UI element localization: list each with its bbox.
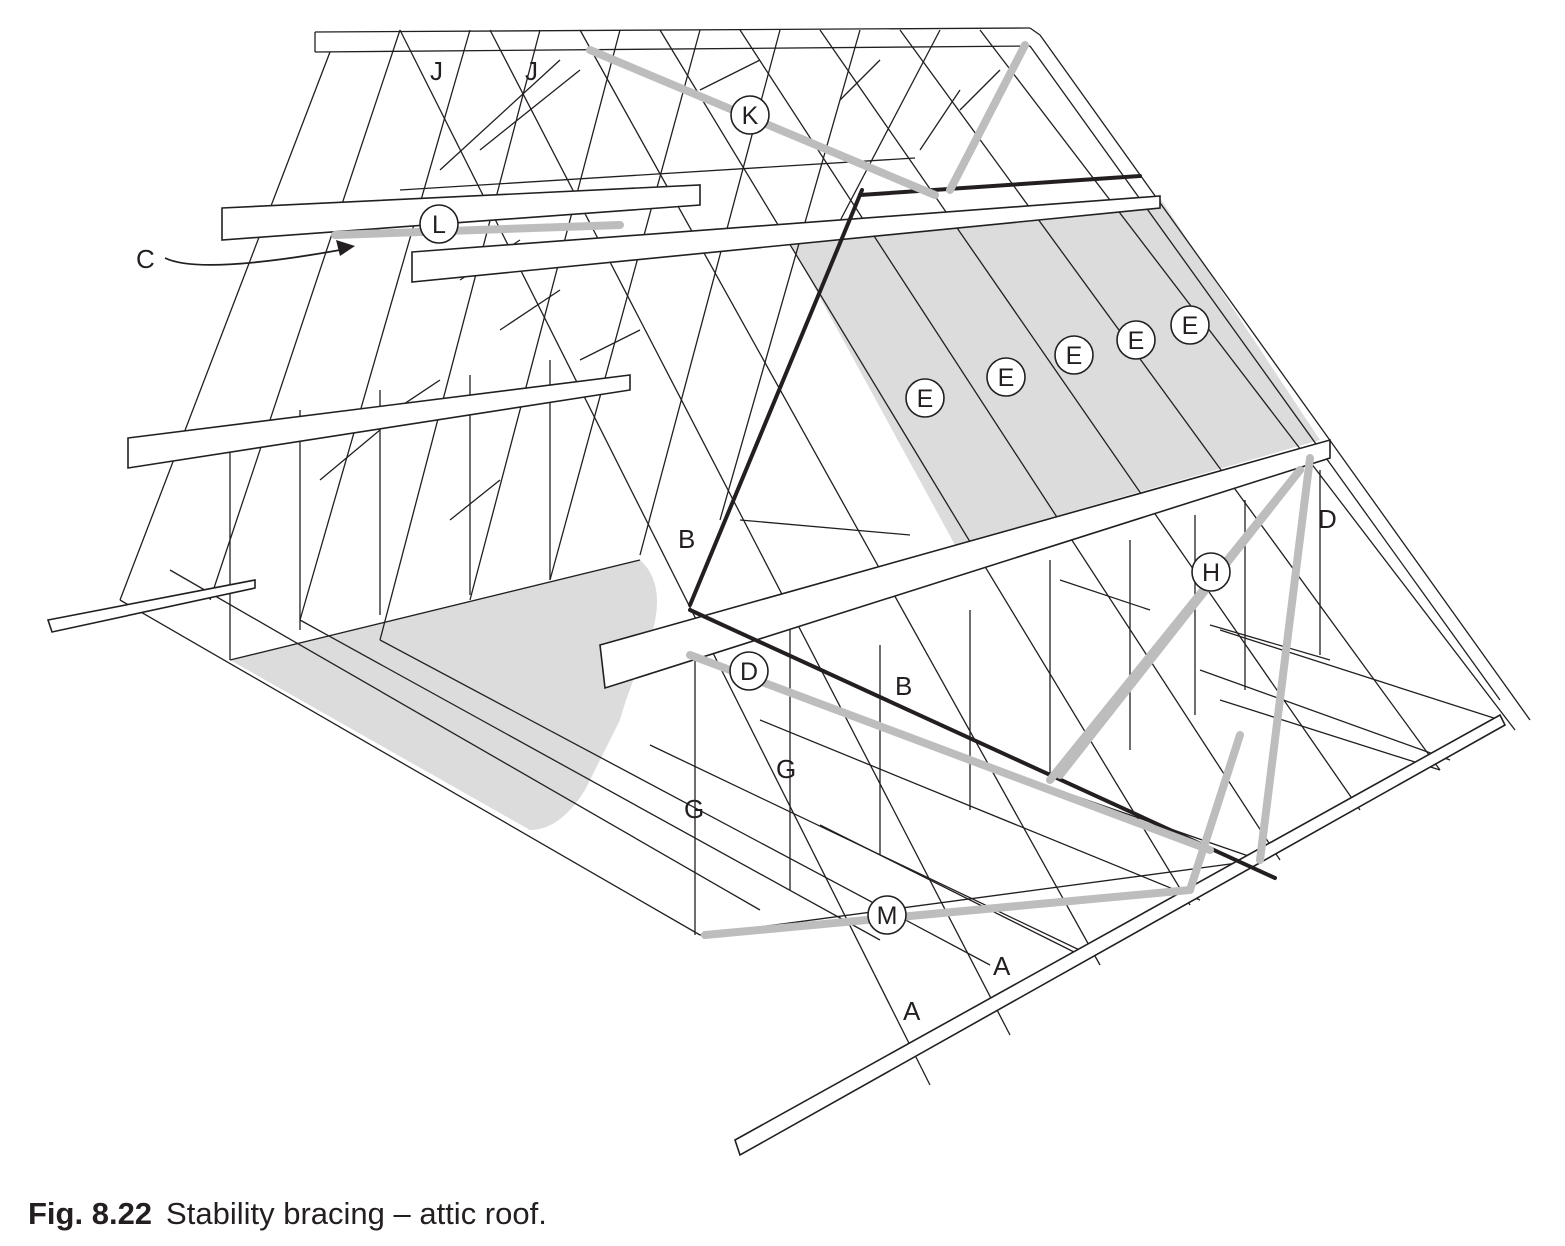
brace-d-lower (686, 651, 1214, 854)
svg-text:L: L (432, 211, 446, 239)
label-d-plain: D (1318, 504, 1337, 534)
circle-label-l: L (419, 204, 459, 244)
label-a-2: A (903, 996, 921, 1026)
figure-number: Fig. 8.22 (28, 1196, 153, 1231)
label-b-1: B (678, 524, 695, 554)
circle-label-e-1: E (905, 378, 945, 418)
svg-text:E: E (1182, 312, 1199, 340)
brace-l (331, 221, 624, 239)
label-g-1: G (776, 754, 796, 784)
circle-label-h: H (1191, 552, 1231, 592)
roof-sheathing-panel (782, 198, 1320, 545)
svg-text:E: E (998, 364, 1015, 392)
top-collar-line (858, 174, 1142, 197)
ridge-brace-b-upper (688, 188, 864, 607)
arrow-c (164, 240, 355, 266)
rafter-linework (119, 27, 1531, 1086)
svg-text:E: E (1066, 342, 1083, 370)
circle-label-e-4: E (1116, 320, 1156, 360)
wall-plate (599, 438, 1331, 690)
upper-purlin-right (411, 195, 1161, 283)
eaves-plate-left (46, 579, 256, 633)
circled-labels: K L E E E E E D (419, 95, 1231, 935)
circle-label-e-2: E (986, 357, 1026, 397)
svg-text:K: K (742, 102, 759, 130)
eaves-plate-right (734, 713, 1507, 1157)
figure-caption-text: Stability bracing – attic roof. (166, 1196, 547, 1231)
label-c: C (136, 244, 155, 274)
circle-label-m: M (867, 895, 907, 935)
svg-text:D: D (740, 658, 758, 686)
grey-braces (331, 41, 1314, 939)
circle-label-e-3: E (1054, 335, 1094, 375)
circle-label-e-5: E (1170, 305, 1210, 345)
svg-text:H: H (1202, 559, 1220, 587)
mid-purlin (127, 374, 631, 469)
label-a-1: A (993, 951, 1011, 981)
shaded-areas (230, 198, 1320, 830)
brace-d-right (1256, 454, 1314, 864)
svg-text:M: M (877, 902, 898, 930)
brace-m-up (1186, 731, 1244, 894)
label-b-2: B (895, 671, 912, 701)
figure-caption: Fig. 8.22 Stability bracing – attic roof. (28, 1196, 547, 1232)
label-j-1: J (430, 56, 443, 86)
ridge-brace-b-lower (688, 608, 1277, 880)
timber-members (46, 184, 1507, 1157)
stability-bracing-diagram: J J C B B G G A A D K L E E E (46, 27, 1531, 1157)
plain-labels: J J C B B G G A A D (136, 56, 1337, 1026)
label-g-2: G (684, 794, 704, 824)
circle-label-k: K (730, 95, 770, 135)
upper-purlin-left (221, 184, 701, 241)
floor-boarding-area (230, 560, 658, 830)
brace-k-right (946, 41, 1029, 194)
svg-text:E: E (1128, 327, 1145, 355)
brace-h-2 (1046, 466, 1304, 784)
circle-label-d: D (729, 651, 769, 691)
dark-bracing (688, 174, 1277, 880)
svg-text:E: E (917, 385, 934, 413)
label-j-2: J (525, 56, 538, 86)
brace-m (701, 886, 1194, 939)
